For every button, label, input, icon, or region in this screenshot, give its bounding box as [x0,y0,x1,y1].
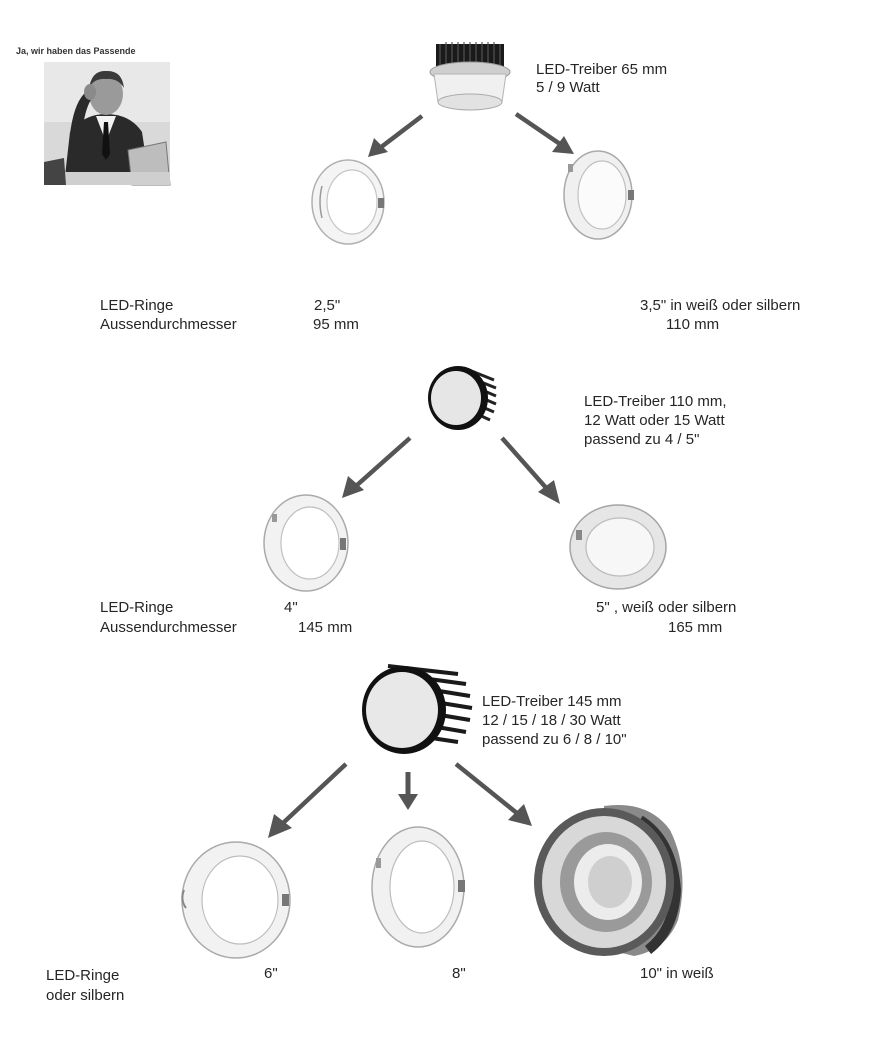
ring-10-size: 10" in weiß [640,965,714,982]
led-driver-65mm-image [429,42,511,111]
driver-65-line1: LED-Treiber 65 mm [536,61,668,78]
ring-2-5-size: 2,5" [314,297,341,314]
led-driver-110mm-image [428,366,497,430]
arrow-right-icon [514,112,574,154]
rings-label-3-line1: LED-Ringe [46,967,120,984]
ring-2-5-diameter: 95 mm [313,316,359,333]
driver-145-line2: 12 / 15 / 18 / 30 Watt [482,712,621,729]
led-ring-4-image [263,494,349,592]
arrow-left-icon [268,762,348,838]
ring-3-5-diameter: 110 mm [666,316,720,333]
led-driver-145mm-image [362,664,473,754]
rings-label-2-line2: Aussendurchmesser [100,619,237,636]
driver-145-line1: LED-Treiber 145 mm [482,693,622,710]
led-ring-3-5-image [563,150,634,240]
ring-8-size: 8" [452,965,466,982]
led-ring-8-image [371,826,465,948]
rings-label-1-line1: LED-Ringe [100,297,174,314]
rings-label-3-line2: oder silbern [46,987,125,1004]
led-ring-5-image [569,504,667,590]
businessman-photo [44,62,171,186]
driver-65-line2: 5 / 9 Watt [536,79,600,96]
led-ring-10-image [534,805,683,956]
arrow-right-icon [454,762,532,826]
arrow-left-icon [342,436,412,498]
arrow-down-icon [398,772,418,810]
ring-3-5-size: 3,5" in weiß oder silbern [640,297,801,314]
arrow-right-icon [500,436,560,504]
driver-145-line3: passend zu 6 / 8 / 10" [482,731,627,748]
ring-4-size: 4" [284,599,298,616]
driver-110-line1: LED-Treiber 110 mm, [584,393,727,410]
ring-5-size: 5" , weiß oder silbern [596,599,737,616]
ring-6-size: 6" [264,965,278,982]
ring-4-diameter: 145 mm [298,619,353,636]
led-ring-6-image [181,841,291,959]
photo-caption: Ja, wir haben das Passende [16,46,136,56]
led-ring-2-5-image [311,159,385,245]
ring-5-diameter: 165 mm [668,619,723,636]
driver-110-line2: 12 Watt oder 15 Watt [584,412,725,429]
arrow-left-icon [368,114,424,157]
rings-label-2-line1: LED-Ringe [100,599,174,616]
rings-label-1-line2: Aussendurchmesser [100,316,237,333]
driver-110-line3: passend zu 4 / 5" [584,431,700,448]
